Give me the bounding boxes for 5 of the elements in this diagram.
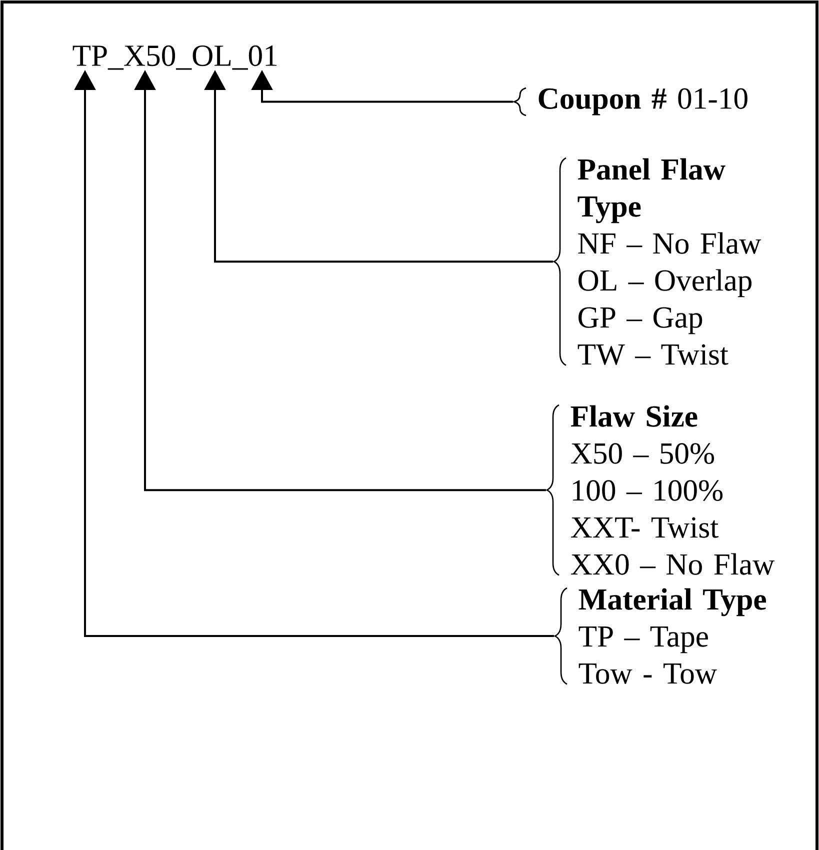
code-legend-text: Material Type TP – Tape Tow - Tow (578, 588, 766, 684)
code-legend-text: Coupon # 01-10 (538, 88, 748, 116)
code-label: TP_X50_OL_01 (72, 45, 277, 70)
code-legend-text: Panel Flaw Type NF – No Flaw OL – Overlap GP – Gap TW – Twist (578, 158, 762, 365)
code-legend-text: Flaw Size X50 – 50% 100 – 100% XXT- Twist XX0 – No Flaw (570, 405, 775, 575)
